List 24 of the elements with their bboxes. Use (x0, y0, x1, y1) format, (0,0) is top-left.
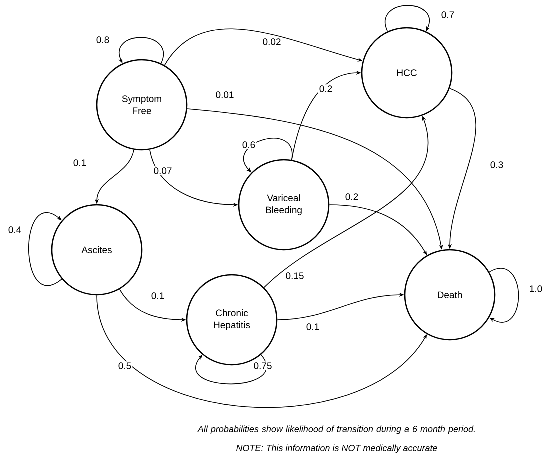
edge-label: 0.01 (214, 90, 236, 100)
edge-label: 0.1 (305, 322, 321, 332)
edge-label: 0.2 (344, 192, 360, 202)
edge-label: 0.1 (72, 158, 88, 168)
edge-label: 0.7 (440, 10, 456, 20)
edge-label: 0.5 (117, 362, 133, 370)
edge-label: 0.8 (95, 36, 111, 44)
arrow (489, 268, 520, 323)
edge-label: 0.02 (262, 38, 282, 46)
arrow (28, 212, 62, 286)
edge-label: 0.2 (318, 84, 334, 94)
edge-label: 0.15 (284, 272, 306, 280)
arrow (385, 5, 430, 32)
arrow (196, 354, 267, 385)
edge-label: 0.4 (7, 226, 23, 234)
edge-label: 0.07 (152, 166, 174, 176)
edge-label: 0.1 (150, 292, 166, 300)
edge-label: 0.75 (252, 362, 274, 370)
caption: All probabilities show likelihood of transition during a 6 month period. (198, 426, 475, 434)
edge-label: 1.0 (528, 284, 544, 294)
edge-label: 0.3 (489, 160, 505, 170)
note: NOTE: This information is NOT medically accurate (236, 444, 438, 454)
edge-label: 0.6 (241, 140, 257, 150)
arrow (96, 295, 428, 408)
